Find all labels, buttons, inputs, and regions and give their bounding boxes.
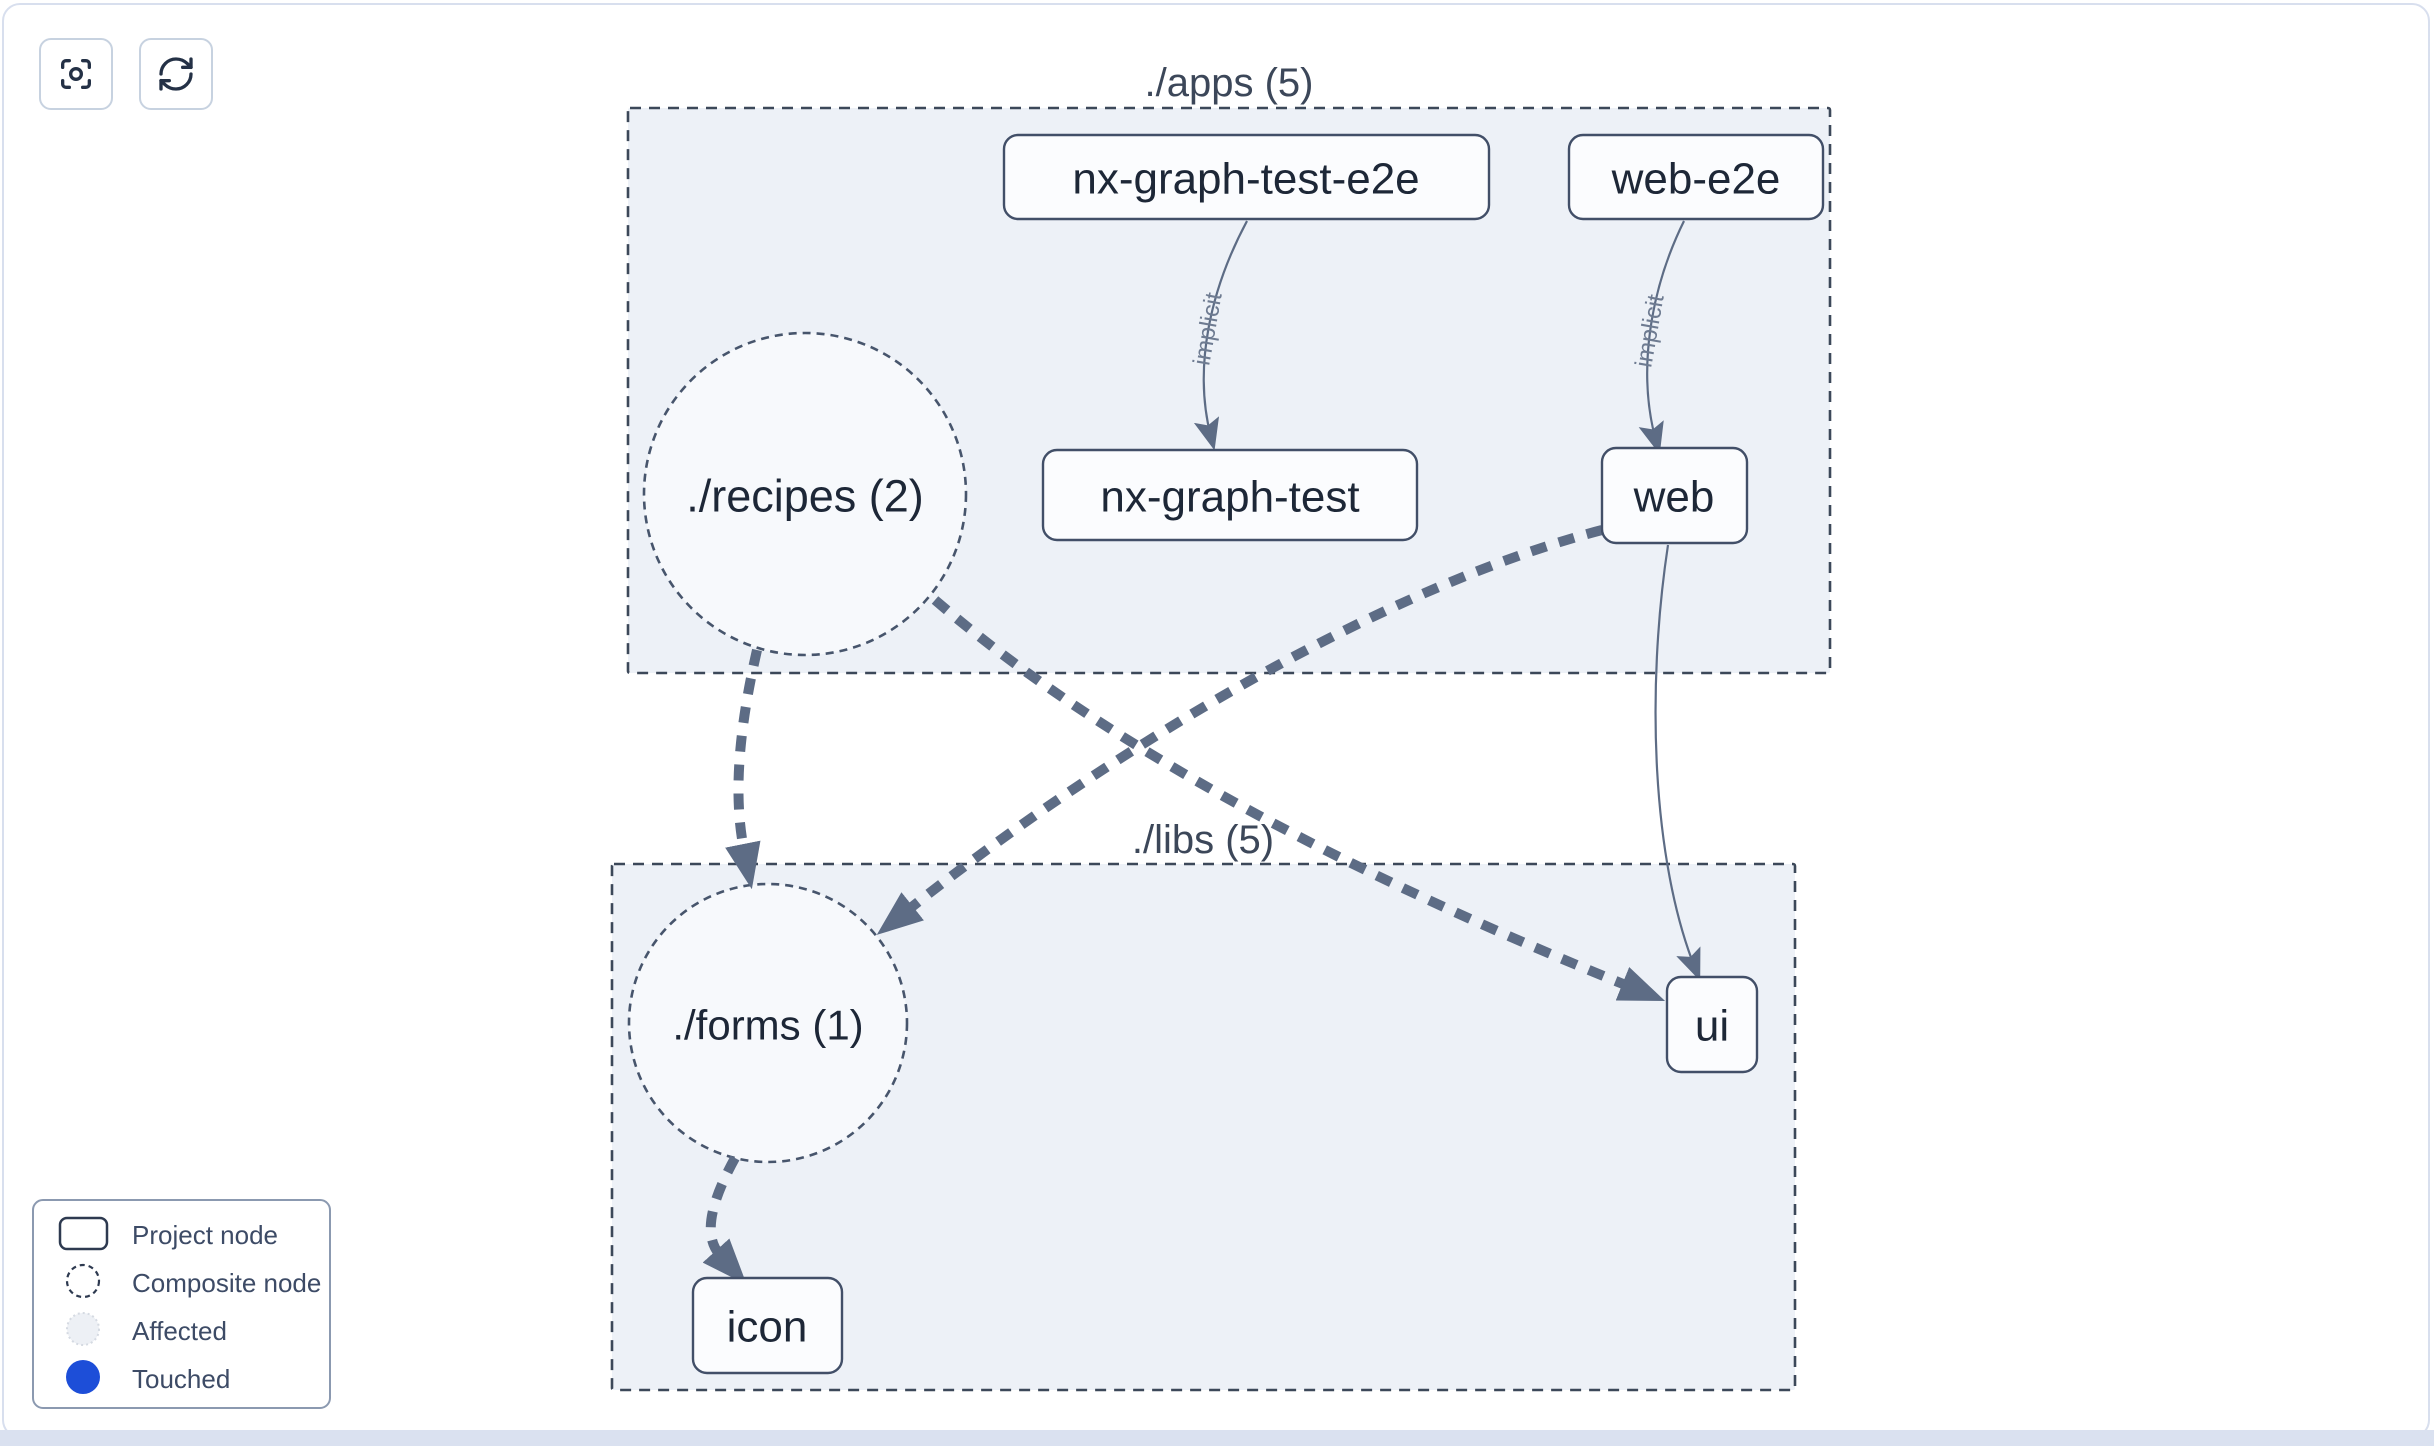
group-libs-label: ./libs (5) bbox=[1132, 818, 1274, 862]
zoom-to-fit-icon bbox=[61, 59, 92, 90]
node-web[interactable] bbox=[1600, 446, 1749, 545]
node-nx-graph-test-e2e[interactable] bbox=[1002, 133, 1491, 221]
refresh-icon bbox=[159, 57, 193, 91]
composite-node-recipes-label: ./recipes (2) bbox=[686, 471, 924, 522]
node-nx-graph-test-label: nx-graph-test bbox=[1100, 473, 1359, 522]
legend-box bbox=[32, 1199, 331, 1409]
legend-project-node-label: Project node bbox=[132, 1220, 278, 1250]
composite-node-forms-label: ./forms (1) bbox=[672, 1002, 863, 1049]
edge-recipes-to-ui[interactable] bbox=[931, 596, 1666, 1001]
edge-forms-to-icon[interactable] bbox=[702, 1155, 747, 1285]
legend: Project node Composite node Affected Tou… bbox=[32, 1199, 331, 1409]
legend-composite-node-swatch bbox=[65, 1263, 101, 1299]
zoom-to-fit-button[interactable] bbox=[39, 38, 113, 110]
edge-web-to-forms[interactable] bbox=[876, 525, 1604, 935]
legend-project-node-swatch bbox=[58, 1216, 109, 1251]
group-apps-label: ./apps (5) bbox=[1145, 61, 1314, 105]
edge-recipes-to-forms[interactable] bbox=[725, 648, 762, 890]
edge-web-to-ui[interactable] bbox=[1654, 544, 1701, 982]
legend-affected-label: Affected bbox=[132, 1316, 227, 1346]
node-web-e2e-label: web-e2e bbox=[1611, 155, 1781, 204]
node-web-e2e[interactable] bbox=[1567, 133, 1825, 221]
legend-affected-swatch bbox=[66, 1312, 100, 1346]
window-bottom-strip bbox=[0, 1430, 2434, 1446]
edge-nx-graph-test-e2e-to-nx-graph-test[interactable] bbox=[1193, 220, 1248, 451]
edge-web-e2e-to-web[interactable] bbox=[1638, 220, 1685, 455]
node-nx-graph-test[interactable] bbox=[1041, 448, 1419, 542]
group-libs bbox=[610, 862, 1797, 1392]
node-ui-label: ui bbox=[1695, 1002, 1729, 1051]
legend-touched-label: Touched bbox=[132, 1364, 230, 1394]
composite-node-forms[interactable] bbox=[627, 882, 909, 1164]
node-ui[interactable] bbox=[1665, 975, 1759, 1074]
node-nx-graph-test-e2e-label: nx-graph-test-e2e bbox=[1072, 155, 1419, 204]
composite-node-recipes[interactable] bbox=[642, 331, 968, 657]
refresh-button[interactable] bbox=[139, 38, 213, 110]
node-web-label: web bbox=[1633, 473, 1715, 522]
graph-toolbar bbox=[39, 38, 213, 110]
node-icon-label: icon bbox=[727, 1303, 808, 1352]
legend-touched-swatch bbox=[66, 1360, 100, 1394]
node-icon[interactable] bbox=[691, 1276, 844, 1375]
legend-composite-node-label: Composite node bbox=[132, 1268, 321, 1298]
